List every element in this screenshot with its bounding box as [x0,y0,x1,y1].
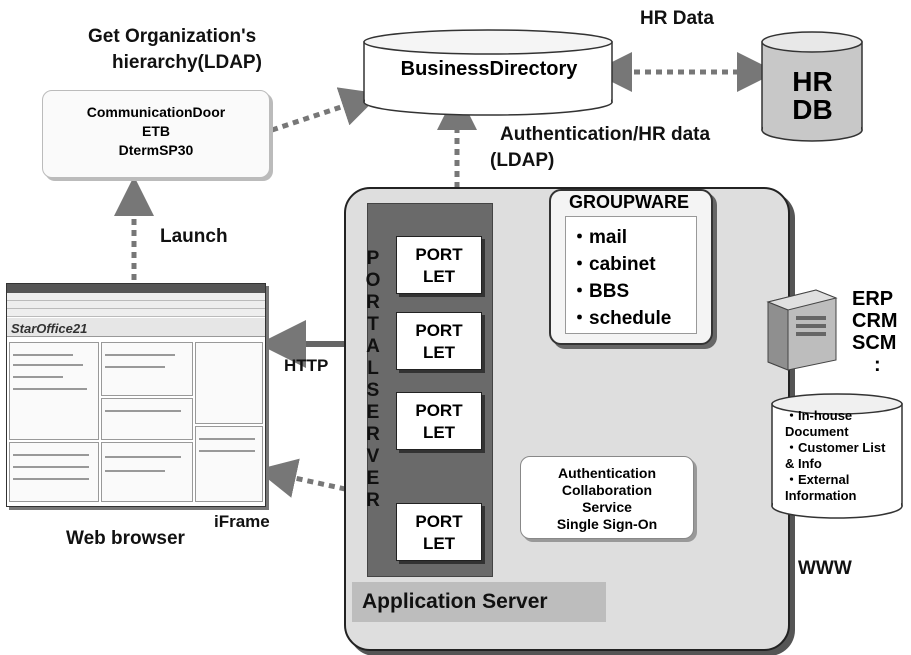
portal-letter: T [367,314,379,335]
browser-panel [101,342,193,396]
portlet-box: PORT LET [396,312,482,370]
portlet-box: PORT LET [396,236,482,294]
application-server-label: Application Server [352,582,606,622]
inhouse-line3: ・Customer List [785,440,886,455]
inhouse-line2: Document [785,424,849,439]
portal-letter: E [366,402,380,423]
portlet-box: PORT LET [396,392,482,450]
browser-text-line [13,388,87,390]
erp-line2: CRM [852,310,898,332]
portlet-line2: LET [422,534,456,553]
portlet-box: PORT LET [396,503,482,561]
inhouse-list: ・In-house Document ・Customer List & Info… [785,408,885,504]
http-label: HTTP [284,356,329,375]
groupware-item: ・schedule [570,308,672,329]
get-org-label-2: hierarchy(LDAP) [112,52,262,73]
web-browser-label: Web browser [66,528,185,549]
inhouse-line4: & Info [785,456,822,471]
browser-text-line [13,454,89,456]
browser-text-line [13,466,89,468]
groupware-item: ・mail [570,227,628,248]
hr-db-cylinder [761,31,863,142]
browser-panel [9,442,99,502]
browser-text-line [13,376,63,378]
get-org-connector [271,87,381,133]
browser-text-line [105,456,181,458]
document-db-cylinder [771,393,903,519]
portal-letter: E [366,468,380,489]
erp-line4: : [874,354,881,376]
browser-panel [101,442,193,502]
inhouse-line6: Information [785,488,857,503]
auth-hr-label-2: (LDAP) [490,150,555,171]
inhouse-line5: ・External [785,472,850,487]
groupware-title: GROUPWARE [568,192,689,212]
portlet-line2: LET [422,267,456,286]
browser-text-line [13,354,73,356]
auth-line1: Authentication [558,465,656,481]
server-icon [766,289,838,371]
portlet-line1: PORT [415,245,463,264]
browser-menubar [7,293,265,301]
auth-hr-label: Authentication/HR data [500,124,711,145]
portlet-line1: PORT [415,512,463,531]
get-org-label: Get Organization's [88,26,257,47]
comm-line2: ETB [142,123,170,139]
browser-text-line [105,354,175,356]
portal-letter: S [366,380,380,401]
authentication-service-box: Authentication Collaboration Service Sin… [520,456,694,539]
groupware-item: ・BBS [570,281,630,302]
browser-toolbar [7,301,265,309]
browser-panel [195,342,263,424]
comm-line3: DtermSP30 [118,142,194,158]
portal-letter: V [366,446,380,467]
business-directory-label: BusinessDirectory [400,58,578,80]
staroffice-logo: StarOffice21 [11,321,88,336]
launch-label: Launch [160,226,228,247]
browser-text-line [105,366,165,368]
browser-text-line [199,450,255,452]
portlet-line1: PORT [415,321,463,340]
browser-screenshot: StarOffice21 [6,283,266,507]
hr-db-label: HR DB [760,68,865,124]
portal-letter: R [366,292,380,313]
auth-line2: Collaboration [561,482,653,498]
portal-letter: O [365,270,381,291]
groupware-item: ・cabinet [570,254,656,275]
communication-door-box: CommunicationDoor ETB DtermSP30 [42,90,270,178]
browser-text-line [13,478,89,480]
portlet-line2: LET [422,423,456,442]
erp-line3: SCM [852,332,897,354]
browser-panel [9,342,99,440]
www-label: WWW [798,558,852,579]
browser-text-line [105,470,165,472]
hr-data-label: HR Data [640,8,714,29]
portlet-line1: PORT [415,401,463,420]
business-directory-cylinder [363,29,613,116]
portal-letter: L [367,358,379,379]
portal-server-label: P O R T A L S E R V E R [363,248,383,528]
iframe-label: iFrame [214,512,270,531]
portlet-line2: LET [422,343,456,362]
portal-letter: R [366,490,380,511]
browser-text-line [13,364,83,366]
erp-label: ERP CRM SCM : [852,288,898,376]
portal-letter: R [366,424,380,445]
portal-letter: A [366,336,380,357]
hr-db-line1: HR [792,66,833,97]
browser-addressbar [7,309,265,317]
inhouse-line1: ・In-house [785,408,853,423]
browser-banner [7,318,265,337]
browser-titlebar [7,284,265,293]
browser-panel [101,398,193,440]
hr-db-line2: DB [792,94,833,125]
browser-text-line [105,410,181,412]
comm-line1: CommunicationDoor [86,104,226,120]
auth-line4: Single Sign-On [556,516,658,532]
groupware-list-panel [565,216,697,334]
portal-letter: P [366,248,380,269]
browser-text-line [199,438,255,440]
auth-line3: Service [582,499,632,515]
erp-line1: ERP [852,288,894,310]
